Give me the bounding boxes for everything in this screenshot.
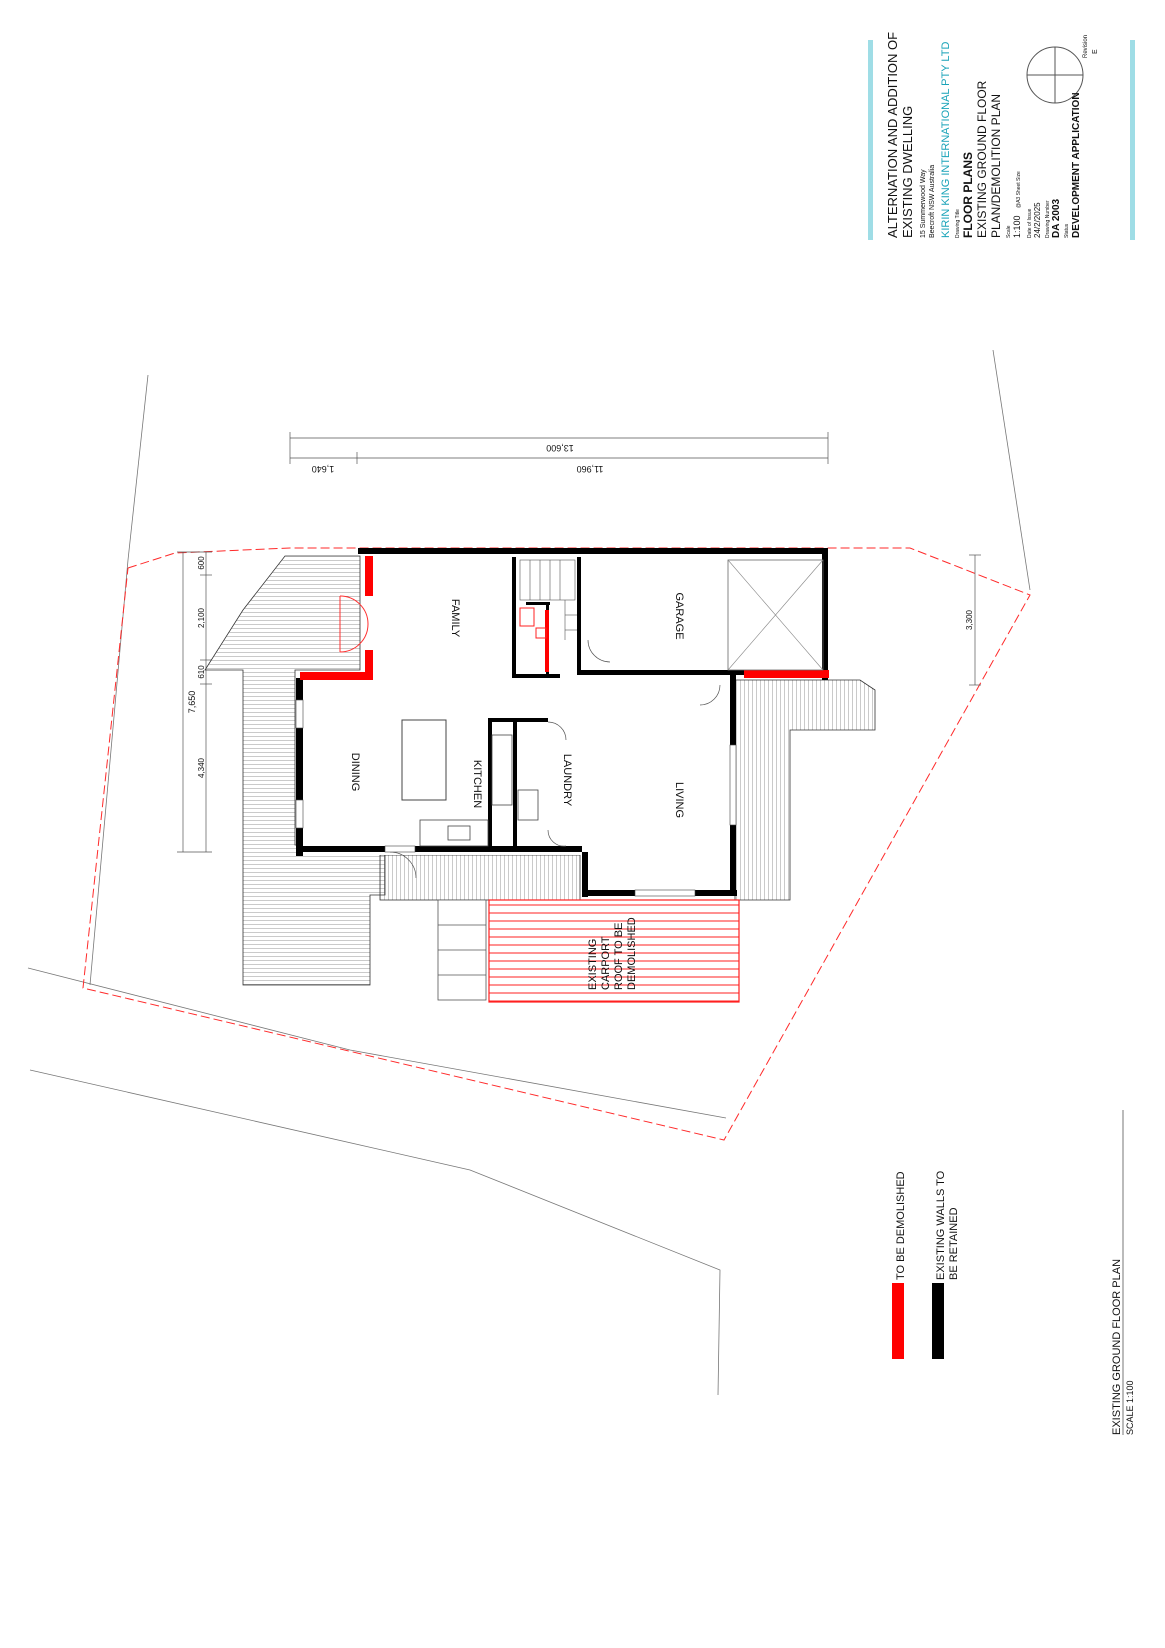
legend-demolish-label: TO BE DEMOLISHED (895, 1171, 907, 1280)
room-laundry: LAUNDRY (561, 754, 573, 807)
dimension-top (289, 432, 829, 464)
carport-note-1: EXISTING (587, 939, 599, 990)
legend-demolish-swatch (892, 1283, 904, 1359)
carport-note-4: DEMOLISHED (626, 917, 638, 990)
legend-retain-label-2: BE RETAINED (948, 1207, 960, 1280)
dim-left-4: 4,340 (197, 757, 206, 778)
dim-right-1: 3,300 (965, 609, 974, 630)
demolished-walls (300, 556, 829, 680)
dimension-left (177, 551, 212, 853)
sheet-size: @A3 Sheet Size (1016, 171, 1022, 208)
room-living: LIVING (673, 782, 685, 818)
deck-front (379, 854, 581, 901)
cooktop (491, 734, 513, 806)
dim-overall-width: 13,600 (546, 443, 574, 453)
room-dining: DINING (349, 753, 361, 792)
revision-value: E (1092, 49, 1099, 54)
project-title-1: ALTERNATION AND ADDITION OF (885, 32, 900, 238)
room-kitchen: KITCHEN (471, 760, 483, 808)
adjacent-boundary-left (89, 374, 149, 986)
project-title-2: EXISTING DWELLING (900, 106, 915, 238)
title-accent-bar-right (1130, 40, 1135, 240)
site-context (27, 349, 1031, 1396)
north-point-icon (1026, 46, 1084, 104)
drawing-number: DA 2003 (1051, 198, 1062, 238)
status-value: DEVELOPMENT APPLICATION (1071, 92, 1082, 238)
wc-fixtures (519, 607, 547, 639)
plan-caption-scale: SCALE 1:100 (1125, 1380, 1135, 1435)
street-line-lower (29, 1069, 721, 1396)
status-caption: Status (1064, 223, 1070, 238)
date-caption: Date of Issue (1027, 208, 1033, 238)
revision-caption: Revision (1083, 35, 1089, 58)
carport-roof-demolish (488, 899, 740, 1003)
adjacent-boundary-right (992, 349, 1031, 591)
kitchen-island (401, 719, 447, 801)
deck-left (204, 555, 386, 986)
dim-main-width: 11,960 (577, 464, 604, 474)
legend: TO BE DEMOLISHED EXISTING WALLS TO BE RE… (892, 1170, 960, 1359)
scale-caption: Scale (1006, 225, 1012, 238)
windows (295, 699, 737, 897)
scale-value: 1:100 (1012, 215, 1022, 238)
kitchen-bench (419, 819, 489, 847)
laundry-tub (517, 789, 539, 821)
legend-retain-swatch (932, 1283, 944, 1359)
deck-right (734, 679, 876, 901)
door-swings (389, 639, 721, 879)
drawing-subtitle-1: EXISTING GROUND FLOOR (975, 80, 989, 238)
date-value: 24/2/2025 (1033, 202, 1042, 238)
plan-caption-title: EXISTING GROUND FLOOR PLAN (1111, 1259, 1123, 1435)
title-block: ALTERNATION AND ADDITION OF EXISTING DWE… (868, 32, 1135, 240)
carport-note-3: ROOF TO BE (613, 923, 625, 990)
garage-door-area (727, 559, 824, 671)
family-door-swing (339, 595, 369, 653)
room-garage: GARAGE (673, 592, 685, 639)
address-2: Beecroft NSW Australia (929, 165, 936, 238)
deck-areas (204, 555, 876, 1001)
dim-left-total: 7,650 (187, 691, 197, 714)
dimension-right (969, 554, 981, 686)
plan-caption: EXISTING GROUND FLOOR PLAN SCALE 1:100 (1111, 1110, 1135, 1435)
building (295, 548, 829, 897)
stair (519, 559, 577, 640)
address-1: 15 Summerwood Way (920, 169, 927, 238)
sink (447, 825, 471, 841)
street-line-upper (27, 967, 727, 1119)
company-name: KIRIN KING INTERNATIONAL PTY LTD (940, 42, 952, 238)
drawing-subtitle-2: PLAN/DEMOLITION PLAN (989, 94, 1003, 238)
drawing-number-caption: Drawing Number (1045, 200, 1051, 238)
dim-left-3: 610 (197, 665, 206, 679)
dim-offset: 1,640 (312, 464, 335, 474)
drawing-title-caption: Drawing Title (955, 209, 961, 238)
room-family: FAMILY (449, 599, 461, 638)
drawing-title: FLOOR PLANS (961, 152, 975, 238)
carport-note-2: CARPORT (600, 936, 612, 990)
dim-left-2: 2,100 (197, 607, 206, 628)
title-accent-bar-left (868, 40, 873, 240)
legend-retain-label-1: EXISTING WALLS TO (935, 1170, 947, 1280)
dim-left-1: 600 (197, 556, 206, 570)
